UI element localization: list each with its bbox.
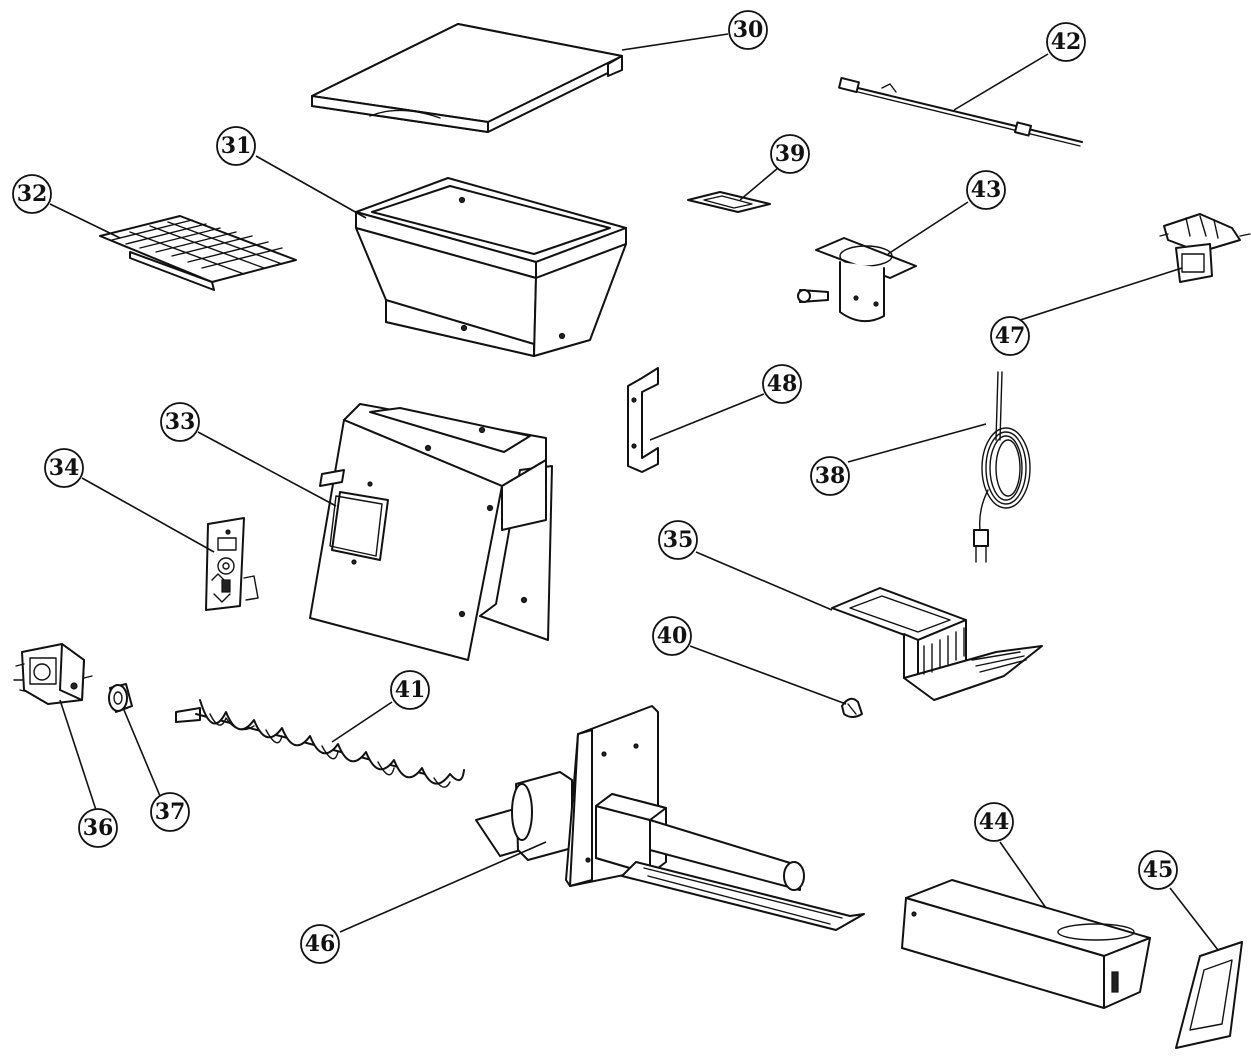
part-auger (175, 699, 465, 788)
part-hopper (355, 177, 627, 357)
part-hopper-grate (99, 215, 297, 291)
part-auger-motor (13, 643, 93, 705)
callout-44: 44 (974, 802, 1014, 842)
part-hopper-lid (311, 23, 623, 133)
callout-38: 38 (810, 456, 850, 496)
callout-label: 36 (83, 815, 114, 841)
callout-label: 40 (657, 623, 688, 649)
part-controller-housing (309, 403, 553, 661)
callout-31: 31 (216, 126, 256, 166)
part-clip (841, 697, 863, 718)
callout-32: 32 (12, 174, 52, 214)
part-induction-fan (1159, 213, 1251, 283)
callout-label: 46 (305, 931, 336, 957)
callout-label: 43 (971, 177, 1002, 203)
part-auger-bushing (108, 683, 133, 713)
part-temperature-probe (838, 76, 1083, 147)
part-power-cord (973, 371, 1031, 563)
part-bracket (627, 367, 659, 473)
callout-41: 41 (390, 670, 430, 710)
part-firepot-guard (831, 587, 1043, 701)
callout-label: 35 (663, 527, 694, 553)
callout-label: 33 (165, 409, 196, 435)
callout-label: 30 (733, 17, 764, 43)
callout-47: 47 (990, 316, 1030, 356)
callout-33: 33 (160, 402, 200, 442)
callout-43: 43 (966, 170, 1006, 210)
callout-label: 48 (767, 371, 798, 397)
callout-34: 34 (44, 448, 84, 488)
callout-46: 46 (300, 924, 340, 964)
callout-45: 45 (1138, 850, 1178, 890)
callout-40: 40 (652, 616, 692, 656)
callout-label: 42 (1051, 29, 1082, 55)
leader-lines (49, 33, 1219, 951)
part-fire-pot-gasket (1175, 941, 1243, 1049)
callout-label: 47 (995, 323, 1026, 349)
callout-label: 44 (979, 809, 1010, 835)
callout-37: 37 (150, 792, 190, 832)
part-fan-bracket (797, 237, 917, 323)
callout-label: 34 (49, 455, 80, 481)
part-fire-pot (901, 879, 1151, 1009)
callout-42: 42 (1046, 22, 1086, 62)
callout-35: 35 (658, 520, 698, 560)
part-control-board (205, 517, 259, 611)
callout-label: 39 (775, 141, 806, 167)
callout-label: 32 (17, 181, 48, 207)
callout-label: 31 (221, 133, 252, 159)
callout-label: 41 (395, 677, 426, 703)
callout-48: 48 (762, 364, 802, 404)
callout-39: 39 (770, 134, 810, 174)
part-auger-tube-assembly (475, 705, 865, 931)
callout-label: 45 (1143, 857, 1174, 883)
callout-label: 37 (155, 799, 186, 825)
callout-30: 30 (728, 10, 768, 50)
callout-36: 36 (78, 808, 118, 848)
callout-label: 38 (815, 463, 846, 489)
part-gasket (687, 191, 771, 213)
